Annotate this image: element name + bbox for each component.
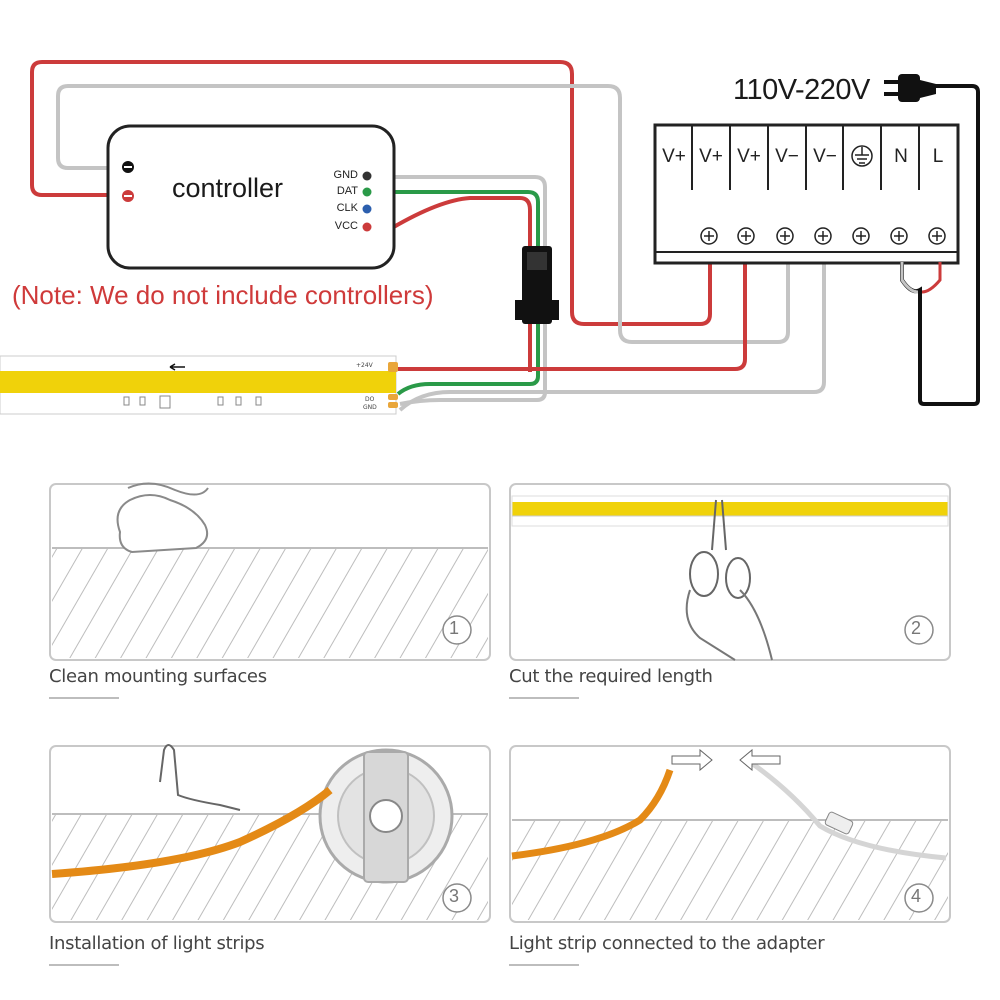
step-4-caption: Light strip connected to the adapter bbox=[509, 933, 825, 954]
arrow-right-icon bbox=[671, 748, 713, 772]
step-2-number: 2 bbox=[911, 618, 922, 638]
terminal-label: V+ bbox=[662, 146, 686, 167]
caption-underline bbox=[49, 697, 119, 699]
terminal-label: L bbox=[932, 146, 944, 167]
pin-dat-label: DAT bbox=[336, 185, 358, 197]
wiring-diagram bbox=[0, 60, 980, 415]
strip-plus-label: +24V bbox=[356, 362, 373, 369]
gray-wire-gnd bbox=[392, 175, 547, 406]
direction-arrow-icon bbox=[169, 363, 185, 371]
installed-strip bbox=[51, 786, 333, 878]
red-wire-vcc bbox=[390, 196, 532, 372]
red-wire-24v bbox=[398, 262, 747, 371]
pin-gnd-label: GND bbox=[333, 169, 358, 181]
step-3-panel bbox=[49, 744, 491, 923]
terminal-dividers bbox=[691, 125, 920, 190]
strip-data-label: DO bbox=[365, 396, 375, 403]
step-2-caption: Cut the required length bbox=[509, 666, 713, 687]
ground-symbol-icon bbox=[851, 145, 873, 167]
controller-note: (Note: We do not include controllers) bbox=[12, 280, 434, 310]
vcc-dot bbox=[362, 222, 372, 232]
clk-dot bbox=[362, 204, 372, 214]
step-1-caption: Clean mounting surfaces bbox=[49, 666, 267, 687]
step-number-circle bbox=[904, 883, 934, 913]
screw-terminals bbox=[700, 227, 946, 245]
terminal-label: N bbox=[894, 146, 908, 167]
terminal-label: V+ bbox=[737, 146, 761, 167]
red-wire-controller-power bbox=[30, 60, 712, 326]
strip-gnd-label: GND bbox=[363, 404, 377, 411]
caption-underline bbox=[509, 964, 579, 966]
finger-hand-icon bbox=[159, 744, 241, 811]
terminal-label: V+ bbox=[699, 146, 723, 167]
gnd-dot bbox=[362, 171, 372, 181]
adapter-cable bbox=[748, 759, 947, 861]
caption-underline bbox=[509, 697, 579, 699]
step-3-number: 3 bbox=[449, 886, 460, 906]
caption-underline bbox=[49, 964, 119, 966]
gray-wire-strip-gnd bbox=[398, 262, 826, 412]
step-4-number: 4 bbox=[911, 886, 922, 906]
green-wire-dat bbox=[392, 190, 540, 396]
hand-icon bbox=[685, 589, 773, 661]
step-4-panel bbox=[509, 745, 951, 923]
cloth-hand-icon bbox=[116, 494, 209, 554]
step-number-circle bbox=[442, 615, 472, 645]
led-strip-top bbox=[0, 355, 398, 415]
arrow-left-icon bbox=[739, 748, 781, 772]
step-2-panel bbox=[509, 483, 951, 661]
controller-box bbox=[106, 124, 396, 270]
step-number-circle bbox=[442, 883, 472, 913]
step-1-panel bbox=[49, 482, 491, 661]
pin-clk-label: CLK bbox=[336, 202, 358, 214]
voltage-label: 110V-220V bbox=[733, 74, 870, 106]
terminal-label: V− bbox=[813, 146, 837, 167]
ac-plug-icon bbox=[884, 74, 936, 102]
steps-illustrations bbox=[49, 482, 951, 923]
terminal-label: V− bbox=[775, 146, 799, 167]
controller-title: controller bbox=[172, 173, 284, 203]
connected-strip bbox=[511, 768, 674, 860]
jst-connector bbox=[515, 246, 559, 324]
step-1-number: 1 bbox=[449, 618, 460, 638]
pin-vcc-label: VCC bbox=[334, 220, 358, 232]
scissors-icon bbox=[711, 499, 727, 551]
adapter-box bbox=[824, 811, 854, 835]
dat-dot bbox=[362, 187, 372, 197]
step-3-caption: Installation of light strips bbox=[49, 933, 265, 954]
step-number-circle bbox=[904, 615, 934, 645]
gray-wire-controller-power bbox=[56, 84, 790, 344]
